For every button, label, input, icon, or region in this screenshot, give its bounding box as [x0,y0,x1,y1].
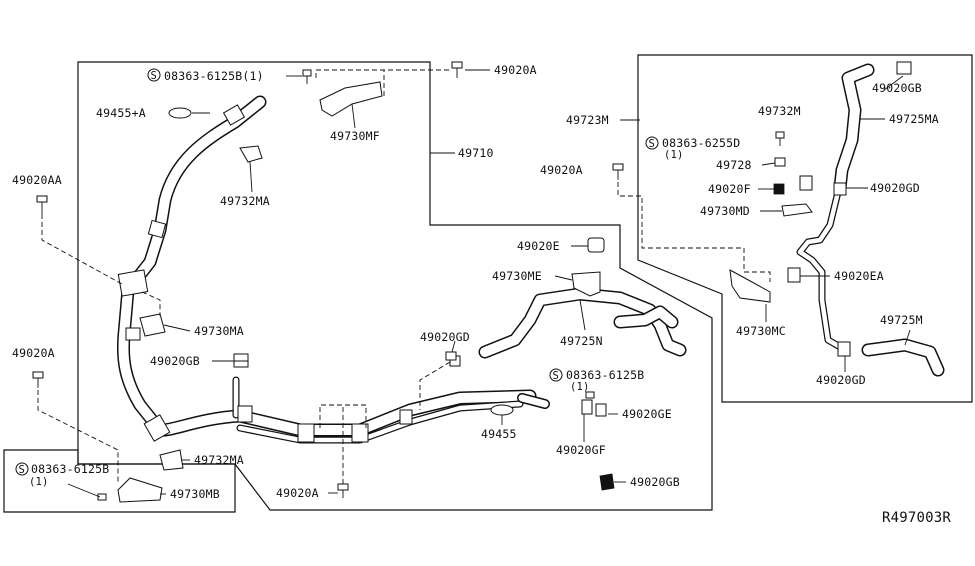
svg-text:S: S [553,370,560,382]
label-49020GB-right: 49020GB [872,81,922,95]
label-49730MD: 49730MD [700,204,750,218]
label-49020EA: 49020EA [834,269,884,283]
bolt-49020A-top-icon [451,61,463,78]
right-assembly-frame [637,54,973,403]
label-49020GD-mid: 49020GD [420,330,470,344]
svg-text:S: S [151,70,158,82]
label-49730ME: 49730ME [492,269,542,283]
label-49020GB-bottom: 49020GB [630,475,680,489]
bolt-49020AA-icon [36,195,48,214]
bolt-49020A-bottom-icon [337,483,349,498]
hose-49725MA [796,63,875,352]
label-08363-6125B-left-qty: (1) [29,476,49,488]
label-49725MA: 49725MA [889,112,939,126]
label-49728: 49728 [716,158,752,172]
label-08363-6125B-mid-qty: (1) [570,381,590,393]
label-49020GE: 49020GE [622,407,672,421]
hose-49725N [478,287,687,359]
bolt-49732M-icon [775,131,785,146]
svg-text:S: S [649,138,656,150]
label-49732MA-top: 49732MA [220,194,270,208]
label-49730MB: 49730MB [170,487,220,501]
bolts [32,61,785,501]
label-49725N: 49725N [560,334,603,348]
label-49730MF: 49730MF [330,129,380,143]
main-assembly-frame [77,61,713,511]
parts [117,61,912,503]
label-08363-6125B-left: 08363-6125B [31,462,109,476]
label-49732MA-bottom: 49732MA [194,453,244,467]
hose-49725M [861,338,945,377]
label-49020A-right: 49020A [540,163,583,177]
part-labels: 49020A 08363-6125B(1) 49455+A 49730MF 49… [12,63,951,526]
label-49455A: 49455+A [96,106,146,120]
leader-lines [67,69,911,498]
bolt-49020GD-mid-icon [445,351,457,361]
label-08363-6255D-qty: (1) [664,149,684,161]
label-49020A-bottom: 49020A [276,486,319,500]
label-49020GB-left: 49020GB [150,354,200,368]
label-49732M: 49732M [758,104,801,118]
bolt-08363-left-icon [97,493,107,501]
label-49725M: 49725M [880,313,923,327]
label-08363-6125B-top: 08363-6125B(1) [164,69,264,83]
label-49020GD-bottom: 49020GD [816,373,866,387]
screw-symbol-icon: S S S S [15,68,659,476]
label-49020F: 49020F [708,182,751,196]
bolt-08363-mid-icon [585,391,595,399]
label-49730MA: 49730MA [194,324,244,338]
label-08363-6255D: 08363-6255D [662,136,740,150]
label-49455: 49455 [481,427,517,441]
label-49020AA: 49020AA [12,173,62,187]
bolt-08363-top-icon [302,69,312,84]
bolt-49020A-right-icon [612,163,624,180]
hose-49710 [116,95,537,444]
lower-left-frame [3,449,236,513]
label-08363-6125B-mid: 08363-6125B [566,368,644,382]
label-49020E: 49020E [517,239,560,253]
label-49020A-top: 49020A [494,63,537,77]
dashed-leaders [37,69,771,484]
diagram-reference-number: R497003R [882,510,951,526]
label-49020A-left: 49020A [12,346,55,360]
label-49730MC: 49730MC [736,324,786,338]
label-49020GD-right: 49020GD [870,181,920,195]
svg-text:S: S [19,464,26,476]
label-49710: 49710 [458,146,494,160]
bolt-49020A-left-icon [32,371,44,388]
label-49020GF: 49020GF [556,443,606,457]
label-49723M: 49723M [566,113,609,127]
